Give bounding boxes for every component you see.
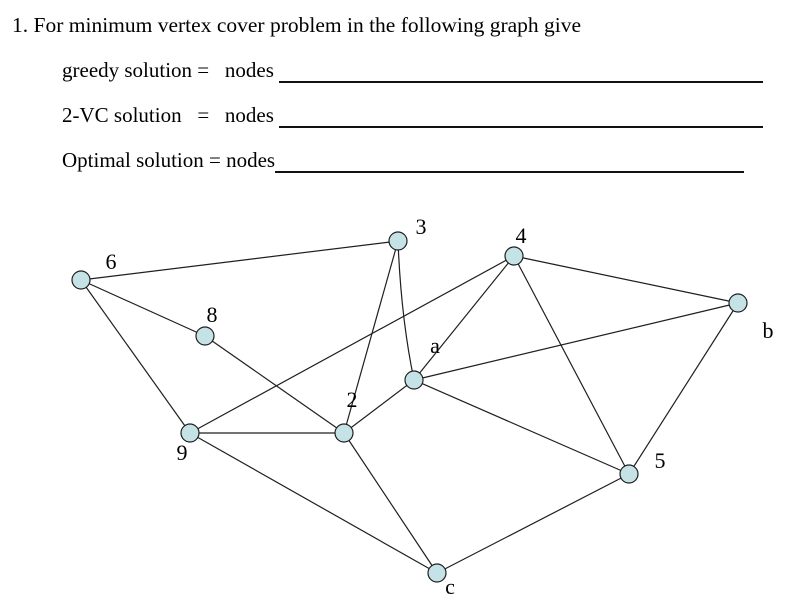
graph-edge-5-b <box>628 302 739 475</box>
graph-node-9 <box>180 423 200 443</box>
graph-edge-6-3 <box>80 240 399 281</box>
graph-edge-4-5 <box>513 255 630 475</box>
graph-edge-3-a <box>397 240 415 381</box>
graph-edge-9-c <box>189 432 438 574</box>
graph-node-label-b: b <box>763 318 774 343</box>
graph-edge-a-b <box>413 302 739 381</box>
graph-node-a <box>404 370 424 390</box>
graph-edge-5-c <box>436 473 630 574</box>
graph-edge-9-4 <box>189 255 515 434</box>
graph-edge-2-c <box>343 432 438 574</box>
graph-edge-6-9 <box>80 279 191 434</box>
graph-edge-a-4 <box>413 255 515 381</box>
question-title: 1. For minimum vertex cover problem in t… <box>12 13 582 37</box>
graph-node-label-6: 6 <box>106 249 117 274</box>
graph-edge-6-8 <box>80 279 206 337</box>
graph-edge-8-2 <box>204 335 345 434</box>
graph-node-8 <box>195 326 215 346</box>
optimal-solution-blank[interactable] <box>275 147 744 173</box>
2vc-solution-label: 2-VC solution = nodes <box>62 103 280 127</box>
graph-node-label-3: 3 <box>416 214 427 239</box>
graph-node-6 <box>71 270 91 290</box>
graph-node-label-8: 8 <box>207 302 218 327</box>
greedy-solution-label: greedy solution = nodes <box>62 58 280 82</box>
graph-node-label-4: 4 <box>516 223 527 248</box>
graph-node-label-5: 5 <box>655 448 666 473</box>
graph-edge-2-a <box>343 379 415 434</box>
graph-edge-4-b <box>513 255 739 304</box>
graph-node-b <box>728 293 748 313</box>
greedy-solution-blank[interactable] <box>279 57 763 83</box>
graph-node-2 <box>334 423 354 443</box>
graph-node-label-a: a <box>430 333 440 358</box>
graph-node-label-9: 9 <box>177 440 188 465</box>
graph-node-4 <box>504 246 524 266</box>
graph-node-label-c: c <box>445 574 455 599</box>
answer-line-optimal: Optimal solution = nodes <box>62 147 744 174</box>
graph-node-5 <box>619 464 639 484</box>
graph-edge-a-5 <box>413 379 630 475</box>
graph-node-c <box>427 563 447 583</box>
answer-line-2vc: 2-VC solution = nodes <box>62 102 763 129</box>
graph-edge-2-3 <box>343 240 399 434</box>
optimal-solution-label: Optimal solution = nodes <box>62 148 276 172</box>
2vc-solution-blank[interactable] <box>279 102 763 128</box>
graph-node-label-2: 2 <box>347 387 358 412</box>
graph-node-3 <box>388 231 408 251</box>
answer-line-greedy: greedy solution = nodes <box>62 57 763 84</box>
